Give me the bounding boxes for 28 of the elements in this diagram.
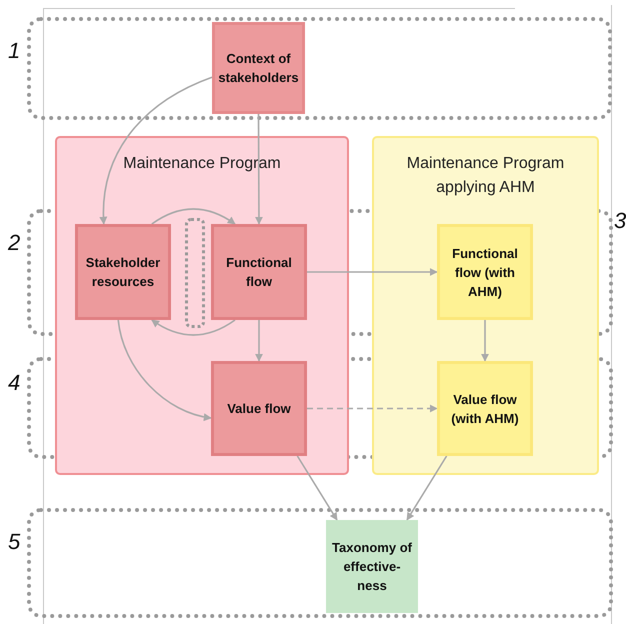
arrow: [117, 320, 212, 421]
process-box: Context of stakeholders: [212, 22, 305, 114]
band-number: 3: [614, 209, 626, 233]
arrow: [307, 268, 438, 276]
group-panel: [372, 136, 599, 475]
arrow: [100, 76, 212, 225]
process-box: Functional flow: [211, 224, 307, 320]
arrow: [151, 319, 236, 336]
group-title: Maintenance Program: [122, 154, 282, 174]
arrow: [255, 320, 263, 362]
group-title: Maintenance Program applying AHM: [406, 154, 566, 198]
arrow: [481, 320, 489, 362]
arrow: [254, 114, 263, 225]
arrow: [296, 456, 338, 521]
band-number: 2: [8, 231, 20, 255]
process-box: Value flow: [211, 361, 307, 456]
band-number: 5: [8, 530, 20, 554]
process-box: Functional flow (with AHM): [437, 224, 533, 320]
arrow: [406, 456, 448, 521]
band-number: 1: [8, 39, 20, 63]
process-box: Taxonomy of effective- ness: [326, 520, 418, 613]
arrow: [307, 404, 438, 412]
process-box: Value flow (with AHM): [437, 361, 533, 456]
process-box: Stakeholder resources: [75, 224, 171, 320]
arrow: [151, 208, 236, 225]
dotted-gap: [185, 218, 205, 328]
band-number: 4: [8, 371, 20, 395]
group-panel: [55, 136, 349, 475]
